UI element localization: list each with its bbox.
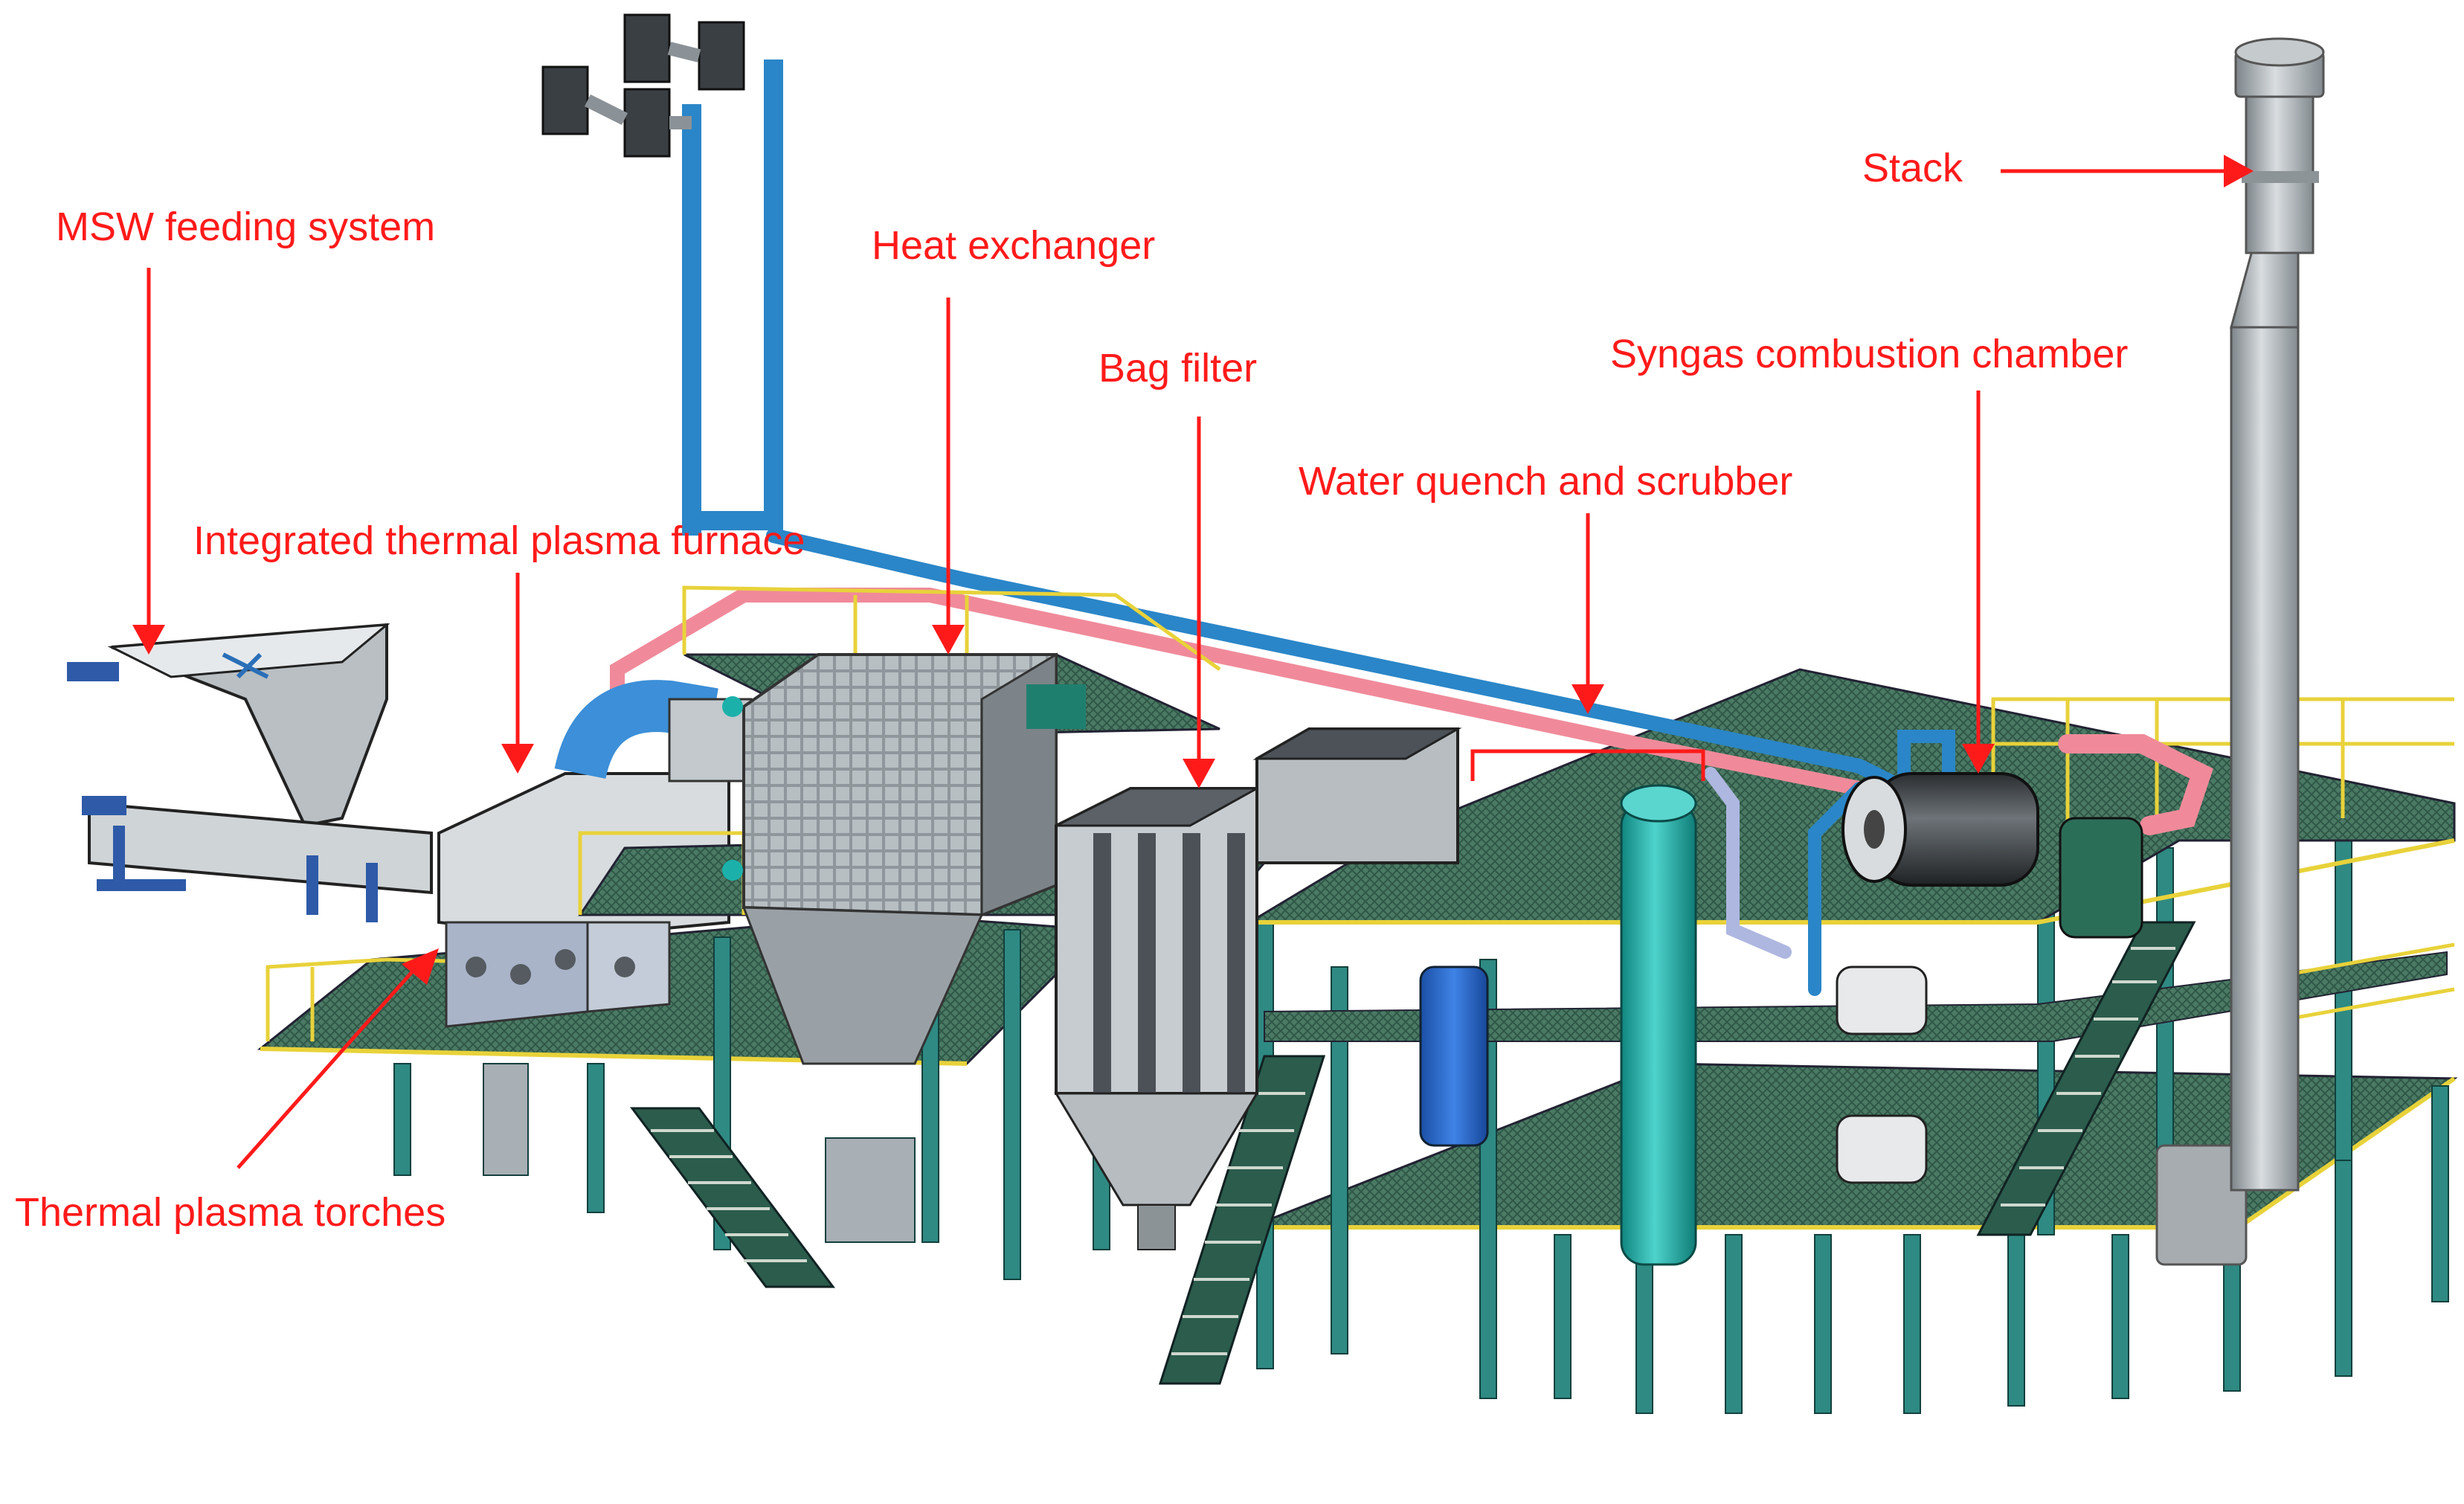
lower-platform-left — [257, 913, 1104, 1066]
arrow-heat-exchanger — [932, 298, 965, 655]
bag-filter — [1054, 787, 1261, 1250]
stairs-right — [1976, 921, 2196, 1236]
plasma-furnace — [437, 680, 753, 1028]
label-stack: Stack — [1862, 146, 1963, 190]
stack — [2155, 37, 2325, 1266]
label-syngas-combustion-chamber: Syngas combustion chamber — [1610, 332, 2129, 376]
syngas-combustion-chamber — [1836, 772, 2143, 1184]
label-plasma-furnace: Integrated thermal plasma furnace — [193, 518, 805, 563]
arrow-syngas-combustion — [1962, 391, 1995, 774]
stairs-middle — [1158, 1055, 1326, 1385]
annotation-arrows — [132, 155, 2254, 1169]
label-bag-filter: Bag filter — [1098, 346, 1258, 391]
arrow-bag-filter — [1183, 417, 1215, 788]
label-msw-feeding-system: MSW feeding system — [56, 205, 436, 249]
bracket-water-quench — [1470, 749, 1705, 781]
label-water-quench-scrubber: Water quench and scrubber — [1299, 459, 1793, 504]
heat-exchanger — [722, 652, 1086, 1065]
label-heat-exchanger: Heat exchanger — [872, 223, 1156, 268]
support-columns-right — [1256, 817, 2449, 1414]
water-quench-scrubber — [1252, 727, 1697, 1266]
stairs-left — [630, 1107, 835, 1288]
arrow-water-quench — [1572, 513, 1604, 714]
msw-feeding-system — [67, 623, 433, 922]
air-inlet-ducts — [541, 13, 783, 536]
arrow-stack — [2001, 155, 2254, 187]
label-plasma-torches: Thermal plasma torches — [15, 1190, 446, 1235]
arrow-plasma-torches — [237, 948, 439, 1169]
arrow-msw-feeding — [132, 268, 165, 655]
arrow-plasma-furnace — [501, 573, 534, 774]
